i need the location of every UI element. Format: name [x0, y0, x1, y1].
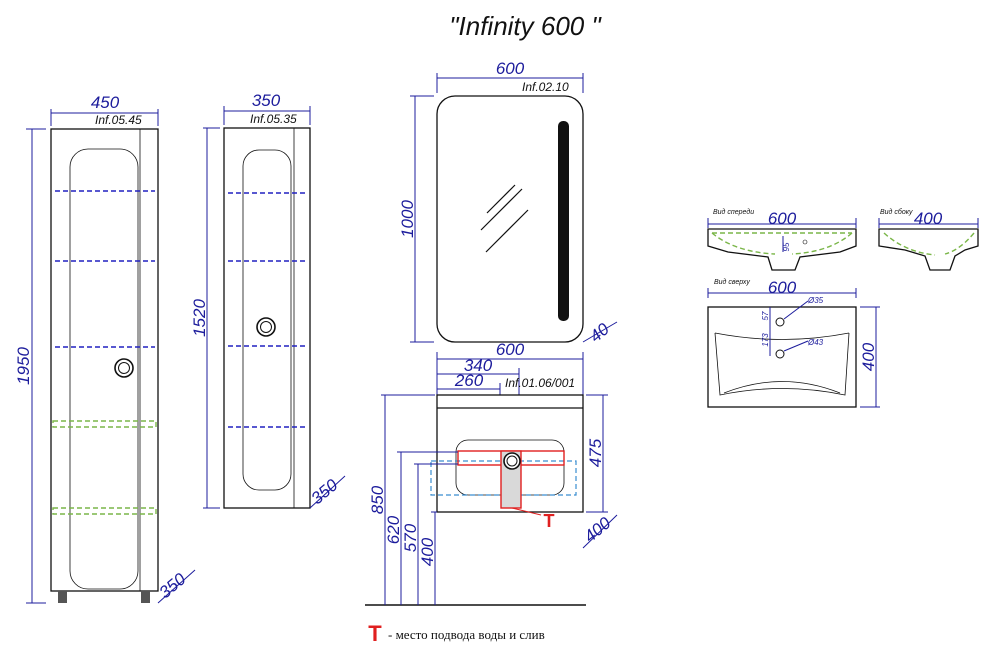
mirror-body — [436, 95, 584, 343]
mirror-height-label: 1000 — [398, 200, 417, 238]
tall-depth-label: 350 — [155, 569, 189, 602]
tall-width-label: 450 — [91, 93, 120, 112]
mirror: 600 Inf.02.10 1000 40 — [398, 59, 618, 346]
water-supply-marker: T — [544, 511, 555, 531]
side-view-label: Вид сбоку — [880, 208, 913, 216]
sink-side-view: Вид сбоку 400 — [878, 208, 979, 271]
drain-hole-icon — [775, 349, 785, 359]
tall-height-label: 1950 — [14, 347, 33, 385]
leg — [58, 591, 67, 603]
front-depth-label: 95 — [782, 242, 791, 251]
vanity-offset-340-label: 340 — [464, 356, 493, 375]
top-view-label: Вид сверху — [714, 278, 750, 286]
vanity-offset-260-label: 260 — [454, 371, 484, 390]
sink-top-outline — [707, 306, 857, 408]
medium-model-label: Inf.05.35 — [250, 112, 297, 126]
legend-text: - место подвода воды и слив — [388, 627, 545, 642]
medium-depth-label: 350 — [307, 475, 341, 508]
tall-cabinet-body — [50, 128, 159, 592]
legend-marker: T — [368, 621, 382, 646]
sink-front-view: Вид спереди 600 95 — [707, 208, 857, 271]
mirror-width-label: 600 — [496, 59, 525, 78]
medium-height-label: 1520 — [190, 299, 209, 337]
drawing-title: "Infinity 600 " — [449, 11, 602, 41]
knob-icon — [256, 317, 276, 337]
mirror-depth-label: 40 — [586, 319, 613, 346]
vanity-width-label: 600 — [496, 340, 525, 359]
medium-cabinet: 350 Inf.05.35 1520 350 — [190, 91, 346, 509]
front-width-label: 600 — [768, 209, 797, 228]
top-width-label: 600 — [768, 278, 797, 297]
medium-width-label: 350 — [252, 91, 281, 110]
led-strip — [558, 121, 569, 321]
legend: T - место подвода воды и слив — [368, 621, 545, 646]
side-width-label: 400 — [914, 209, 943, 228]
sink-side-outline — [878, 228, 979, 271]
sink-front-outline — [707, 228, 857, 271]
front-view-label: Вид спереди — [713, 208, 754, 216]
mount-height-620-label: 620 — [384, 515, 403, 544]
medium-door-outline — [242, 149, 292, 491]
drain-icon — [503, 452, 521, 470]
mirror-model-label: Inf.02.10 — [522, 80, 569, 94]
sink-top-view: Вид сверху 600 Ø35 Ø43 57 173 400 — [707, 278, 880, 408]
glass-shelf — [52, 420, 157, 428]
dim-57-label: 57 — [761, 311, 770, 320]
glass-reflection-icon — [486, 184, 516, 214]
glass-shelf — [52, 507, 157, 515]
hole-35-label: Ø35 — [807, 296, 824, 305]
vanity-model-label: Inf.01.06/001 — [505, 376, 575, 390]
vanity-depth-label: 400 — [580, 513, 614, 546]
mount-height-570-label: 570 — [401, 523, 420, 552]
tall-door-outline — [69, 148, 139, 590]
vanity-height-label: 475 — [586, 438, 605, 467]
vanity-unit: 600 340 260 Inf.01.06/001 T 475 400 850 … — [365, 340, 618, 606]
tall-cabinet: 450 Inf.05.45 1950 350 — [14, 93, 196, 604]
mount-height-850-label: 850 — [368, 485, 387, 514]
hole-43-label: Ø43 — [807, 338, 824, 347]
dim-173-label: 173 — [761, 333, 770, 347]
leg — [141, 591, 150, 603]
faucet-hole-icon — [775, 317, 785, 327]
mount-height-400-label: 400 — [418, 537, 437, 566]
knob-icon — [114, 358, 134, 378]
top-depth-label: 400 — [859, 342, 878, 371]
faucet-hole-icon — [802, 239, 808, 245]
tall-model-label: Inf.05.45 — [95, 113, 142, 127]
